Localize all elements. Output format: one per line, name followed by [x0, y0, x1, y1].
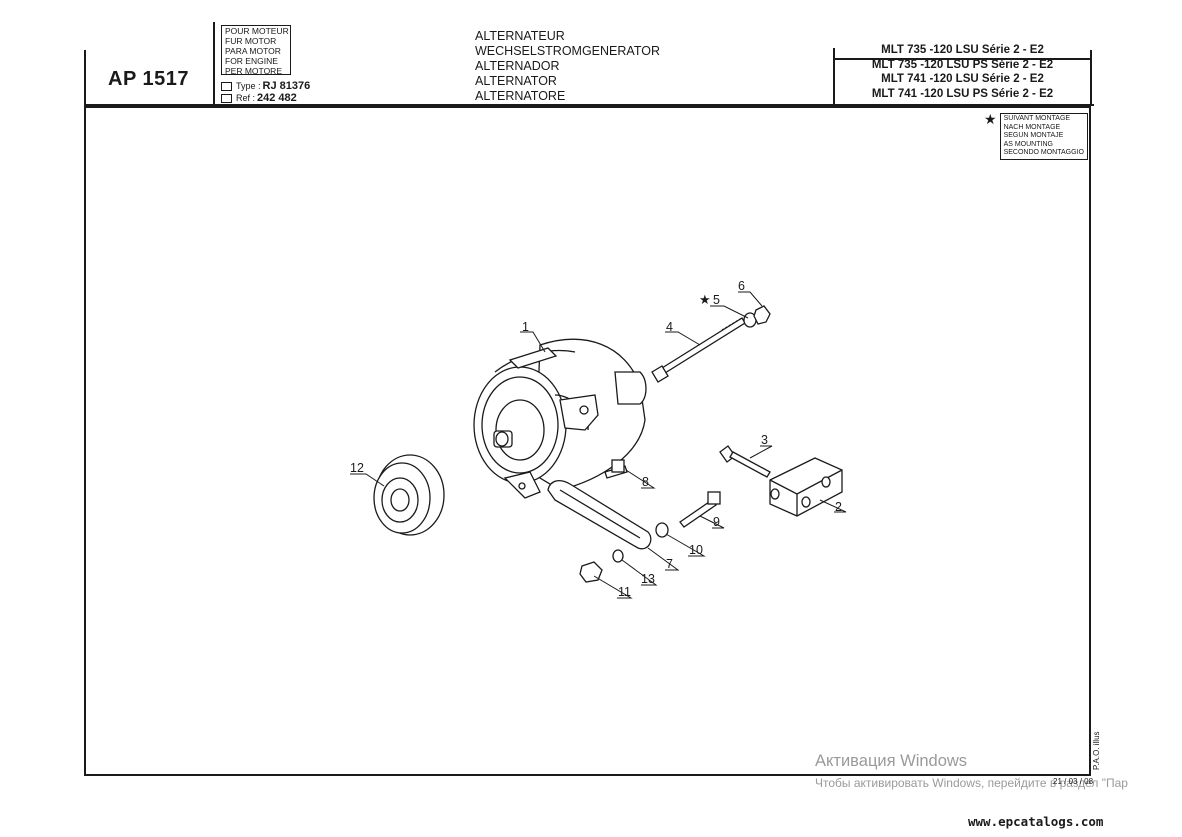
bolt-9	[679, 491, 721, 528]
part-label-9: 9	[713, 515, 720, 529]
washer-10	[655, 522, 669, 538]
part-label-12: 12	[350, 461, 364, 475]
leader-10	[665, 533, 706, 557]
title-fr: ALTERNATEUR	[475, 29, 565, 43]
leader-4	[665, 331, 701, 346]
leader-1	[520, 331, 546, 353]
engine-label-de: FUR MOTOR	[225, 36, 277, 46]
engine-type-row: Type : RJ 81376	[221, 80, 310, 92]
leader-3	[749, 445, 773, 459]
engine-ref-row: Ref : 242 482	[221, 92, 297, 104]
part-label-3: 3	[761, 433, 768, 447]
washer-13	[612, 549, 624, 563]
type-label: Type :	[236, 81, 261, 91]
leader-9	[699, 515, 725, 529]
part-label-5-star: ★	[699, 292, 711, 307]
title-it: ALTERNATORE	[475, 89, 566, 103]
part-label-2: 2	[835, 500, 842, 514]
model-list: MLT 735 -120 LSU Série 2 - E2 MLT 735 -1…	[835, 43, 1090, 101]
type-value: RJ 81376	[262, 80, 311, 92]
ref-label: Ref :	[236, 93, 256, 103]
engine-label-es: PARA MOTOR	[225, 46, 281, 56]
leader-2	[819, 499, 847, 513]
engine-label-fr: POUR MOTEUR	[225, 26, 289, 36]
ref-value: 242 482	[257, 92, 297, 104]
header-right-rule	[1090, 50, 1092, 106]
nut	[753, 305, 771, 325]
engine-label-it: PER MOTORE	[225, 66, 282, 76]
legend-line-de: NACH MONTAGE	[1003, 123, 1061, 131]
part-label-5: 5	[713, 293, 720, 307]
mounting-legend: ★ SUIVANT MONTAGE NACH MONTAGE SEGUN MON…	[984, 111, 1088, 160]
model-1: MLT 735 -120 LSU Série 2 - E2	[881, 44, 1044, 56]
model-4: MLT 741 -120 LSU PS Série 2 - E2	[871, 87, 1054, 100]
part-label-7: 7	[666, 557, 673, 571]
title-en: ALTERNATOR	[475, 74, 557, 88]
title-de: WECHSELSTROMGENERATOR	[475, 44, 660, 58]
engine-label-en: FOR ENGINE	[225, 56, 278, 66]
site-url: www.epcatalogs.com	[968, 814, 1104, 829]
title-es: ALTERNADOR	[475, 59, 560, 73]
legend-line-it: SECONDO MONTAGGIO	[1003, 149, 1084, 156]
legend-line-en: AS MOUNTING	[1003, 140, 1053, 148]
part-label-13: 13	[641, 572, 655, 586]
title-block: ALTERNATEUR WECHSELSTROMGENERATOR ALTERN…	[475, 29, 660, 104]
model-3: MLT 741 -120 LSU Série 2 - E2	[881, 73, 1044, 85]
adjusting-strap	[547, 479, 652, 550]
header-divider-2	[833, 48, 835, 106]
part-label-4: 4	[666, 320, 673, 334]
legend-box: SUIVANT MONTAGE NACH MONTAGE SEGUN MONTA…	[999, 113, 1088, 160]
ref-checkbox	[221, 93, 232, 103]
leader-6	[738, 291, 763, 307]
model-2: MLT 735 -120 LSU PS Série 2 - E2	[871, 58, 1054, 71]
engine-label-box: POUR MOTEUR FUR MOTOR PARA MOTOR FOR ENG…	[221, 25, 291, 76]
pulley	[373, 454, 445, 536]
bracket-block	[769, 457, 843, 517]
alternator	[473, 338, 647, 499]
leader-8	[625, 469, 656, 489]
revision-date: 21 / 03 / 08	[1053, 777, 1094, 786]
drawing-frame	[84, 106, 1091, 776]
star-icon: ★	[984, 111, 997, 127]
type-checkbox	[221, 81, 232, 91]
bolt-3	[719, 445, 771, 478]
bolt-8	[604, 459, 628, 479]
part-label-8: 8	[642, 475, 649, 489]
header-divider-1	[213, 22, 215, 106]
leader-11	[593, 575, 633, 599]
leader-5	[710, 305, 749, 319]
header-left-rule	[84, 50, 86, 106]
leader-13	[621, 559, 658, 586]
activation-watermark-title: Активация Windows	[815, 752, 968, 770]
activation-watermark-body: Чтобы активировать Windows, перейдите в …	[815, 776, 1128, 790]
legend-line-fr: SUIVANT MONTAGE	[1003, 115, 1071, 122]
part-label-6: 6	[738, 279, 745, 293]
part-label-1: 1	[522, 320, 529, 334]
models-rule	[835, 58, 1091, 60]
header-bottom-rule	[84, 104, 1094, 106]
page-code: AP 1517	[108, 68, 189, 90]
illustration-credit: P.A.O. illus	[1092, 731, 1101, 770]
leader-12	[350, 473, 385, 487]
part-label-10: 10	[689, 543, 703, 557]
leader-7	[647, 547, 680, 571]
part-label-11: 11	[618, 585, 631, 599]
legend-line-es: SEGUN MONTAJE	[1003, 132, 1064, 139]
